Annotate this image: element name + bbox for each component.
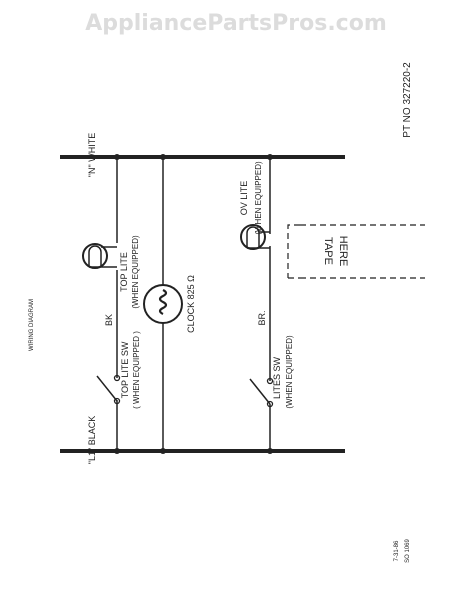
- br-wire-label: BR.: [257, 310, 267, 325]
- ov-lite-sub-label: (WHEN EQUIPPED): [254, 161, 263, 235]
- top-lite-sub-label: (WHEN EQUIPPED): [131, 235, 140, 309]
- tape-label: TAPE: [322, 237, 334, 265]
- clock-motor-icon: [143, 284, 183, 324]
- bk-wire-label: BK: [104, 314, 114, 326]
- tape-here-box: [287, 224, 425, 279]
- oven-lite-lamp-icon: [240, 224, 270, 250]
- here-label: HERE: [337, 236, 349, 267]
- top-lite-sw-label: TOP LITE SW: [120, 341, 130, 398]
- top-lite-sw-sub-label: ( WHEN EQUIPPED ): [132, 331, 141, 409]
- ov-lite-label: OV LITE: [239, 181, 249, 216]
- clock-label: CLOCK 825 Ω: [186, 275, 196, 333]
- diagram-title: WIRING DIAGRAM: [29, 299, 35, 351]
- footnote-date: 7-31-86: [394, 540, 400, 561]
- line-label: "L1" BLACK: [87, 416, 97, 464]
- watermark: AppliancePartsPros.com: [85, 11, 387, 36]
- top-lite-label: TOP LITE: [119, 252, 129, 292]
- footnote-code: SO 1069: [405, 538, 411, 562]
- lites-sw-sub-label: (WHEN EQUIPPED): [285, 335, 294, 409]
- part-number: PT NO 327220-2: [402, 62, 413, 138]
- neutral-label: "N" WHITE: [87, 133, 97, 177]
- top-lite-switch-icon: [96, 374, 121, 405]
- top-lite-lamp-icon: [82, 243, 117, 269]
- lites-sw-label: LITES SW: [272, 356, 282, 399]
- lites-switch-icon: [249, 377, 274, 408]
